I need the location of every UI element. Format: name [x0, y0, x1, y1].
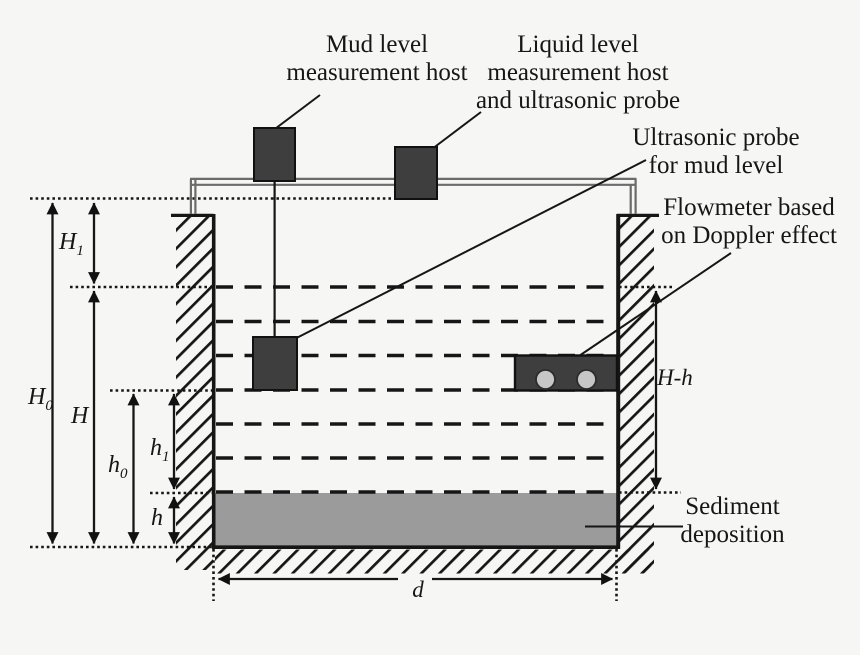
dim-label-H0: H0 — [28, 384, 53, 414]
dimension-arrows — [46, 202, 662, 585]
leader-lines — [274, 94, 732, 528]
flowmeter-wheel-right — [576, 369, 597, 390]
dim-label-H: H — [71, 403, 89, 429]
sediment-label: Sediment deposition — [680, 493, 785, 548]
liquid-level-host-box — [394, 146, 438, 200]
mud-probe-box — [252, 336, 298, 391]
sediment-layer — [215, 493, 617, 548]
leader-mud-host — [274, 94, 321, 130]
doppler-flowmeter-box — [513, 354, 619, 392]
dim-label-h0: h0 — [108, 452, 128, 482]
dim-label-H-minus-h: H-h — [657, 365, 693, 390]
mud-probe-label: Ultrasonic probe for mud level — [632, 124, 800, 179]
devices — [252, 127, 619, 392]
dim-label-d: d — [412, 577, 424, 602]
dim-label-h: h — [151, 505, 163, 531]
wall-hatching — [176, 216, 654, 574]
flowmeter-label: Flowmeter based on Doppler effect — [661, 194, 837, 249]
mud-level-host-box — [253, 127, 296, 182]
leader-mud-probe — [296, 159, 647, 339]
dim-label-h1: h1 — [150, 435, 170, 465]
mud-level-host-label: Mud level measurement host — [286, 31, 468, 86]
reference-dotted-lines — [30, 197, 681, 601]
flowmeter-wheel-left — [535, 369, 556, 390]
liquid-level-host-label: Liquid level measurement host and ultras… — [475, 31, 681, 114]
leader-liquid-host — [433, 111, 482, 149]
tank-walls — [171, 213, 659, 550]
dim-label-H1: H1 — [59, 229, 84, 259]
leader-flowmeter — [578, 252, 732, 357]
